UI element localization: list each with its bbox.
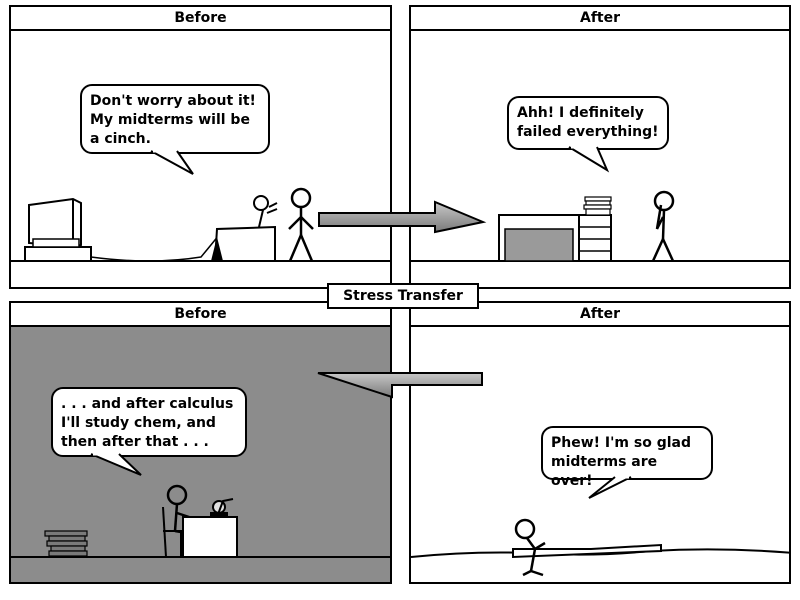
stress-transfer-label: Stress Transfer (327, 283, 479, 309)
speech-tail-bottom-right (588, 476, 632, 499)
panel-top-right: After Ahh! I definitely failed everyt (409, 5, 791, 289)
book-stack (583, 196, 612, 216)
panel-bottom-left: Before (9, 301, 392, 584)
panel-title-bottom-left: Before (11, 303, 390, 327)
scene-bottom-left (11, 484, 390, 558)
computer-desk (24, 246, 92, 262)
seated-figure (253, 195, 278, 228)
scene-top-left (11, 187, 390, 262)
stick-figure-worried (651, 190, 675, 262)
scene-top-right (411, 190, 789, 262)
speech-bubble-top-right: Ahh! I definitely failed everything! (507, 96, 669, 150)
panel-title-top-right: After (411, 7, 789, 31)
computer-monitor (28, 197, 82, 249)
desk-lamp (210, 498, 234, 518)
panel-bottom-right: After Phew! I'm so glad midterms are ove… (409, 301, 791, 584)
lounge-chair (512, 543, 662, 559)
left-arrow-icon (317, 372, 483, 399)
study-desk (182, 516, 238, 558)
book-stack (44, 530, 88, 557)
speech-tail-top-right (568, 146, 610, 173)
desk (498, 214, 612, 262)
scene-bottom-right (411, 518, 789, 577)
speech-bubble-bottom-right: Phew! I'm so glad midterms are over! (541, 426, 713, 489)
stick-figure-standing (288, 187, 314, 262)
speech-tail-top-left (150, 150, 194, 175)
panel-title-top-left: Before (11, 7, 390, 31)
speech-bubble-top-left: Don't worry about it! My midterms will b… (80, 84, 270, 154)
couch (211, 225, 276, 262)
panel-top-left: Before (9, 5, 392, 289)
stick-figure-relaxed (514, 518, 546, 577)
speech-bubble-bottom-left: . . . and after calculus I'll study chem… (51, 387, 247, 457)
right-arrow-icon (318, 200, 487, 234)
speech-tail-bottom-left (90, 453, 142, 476)
